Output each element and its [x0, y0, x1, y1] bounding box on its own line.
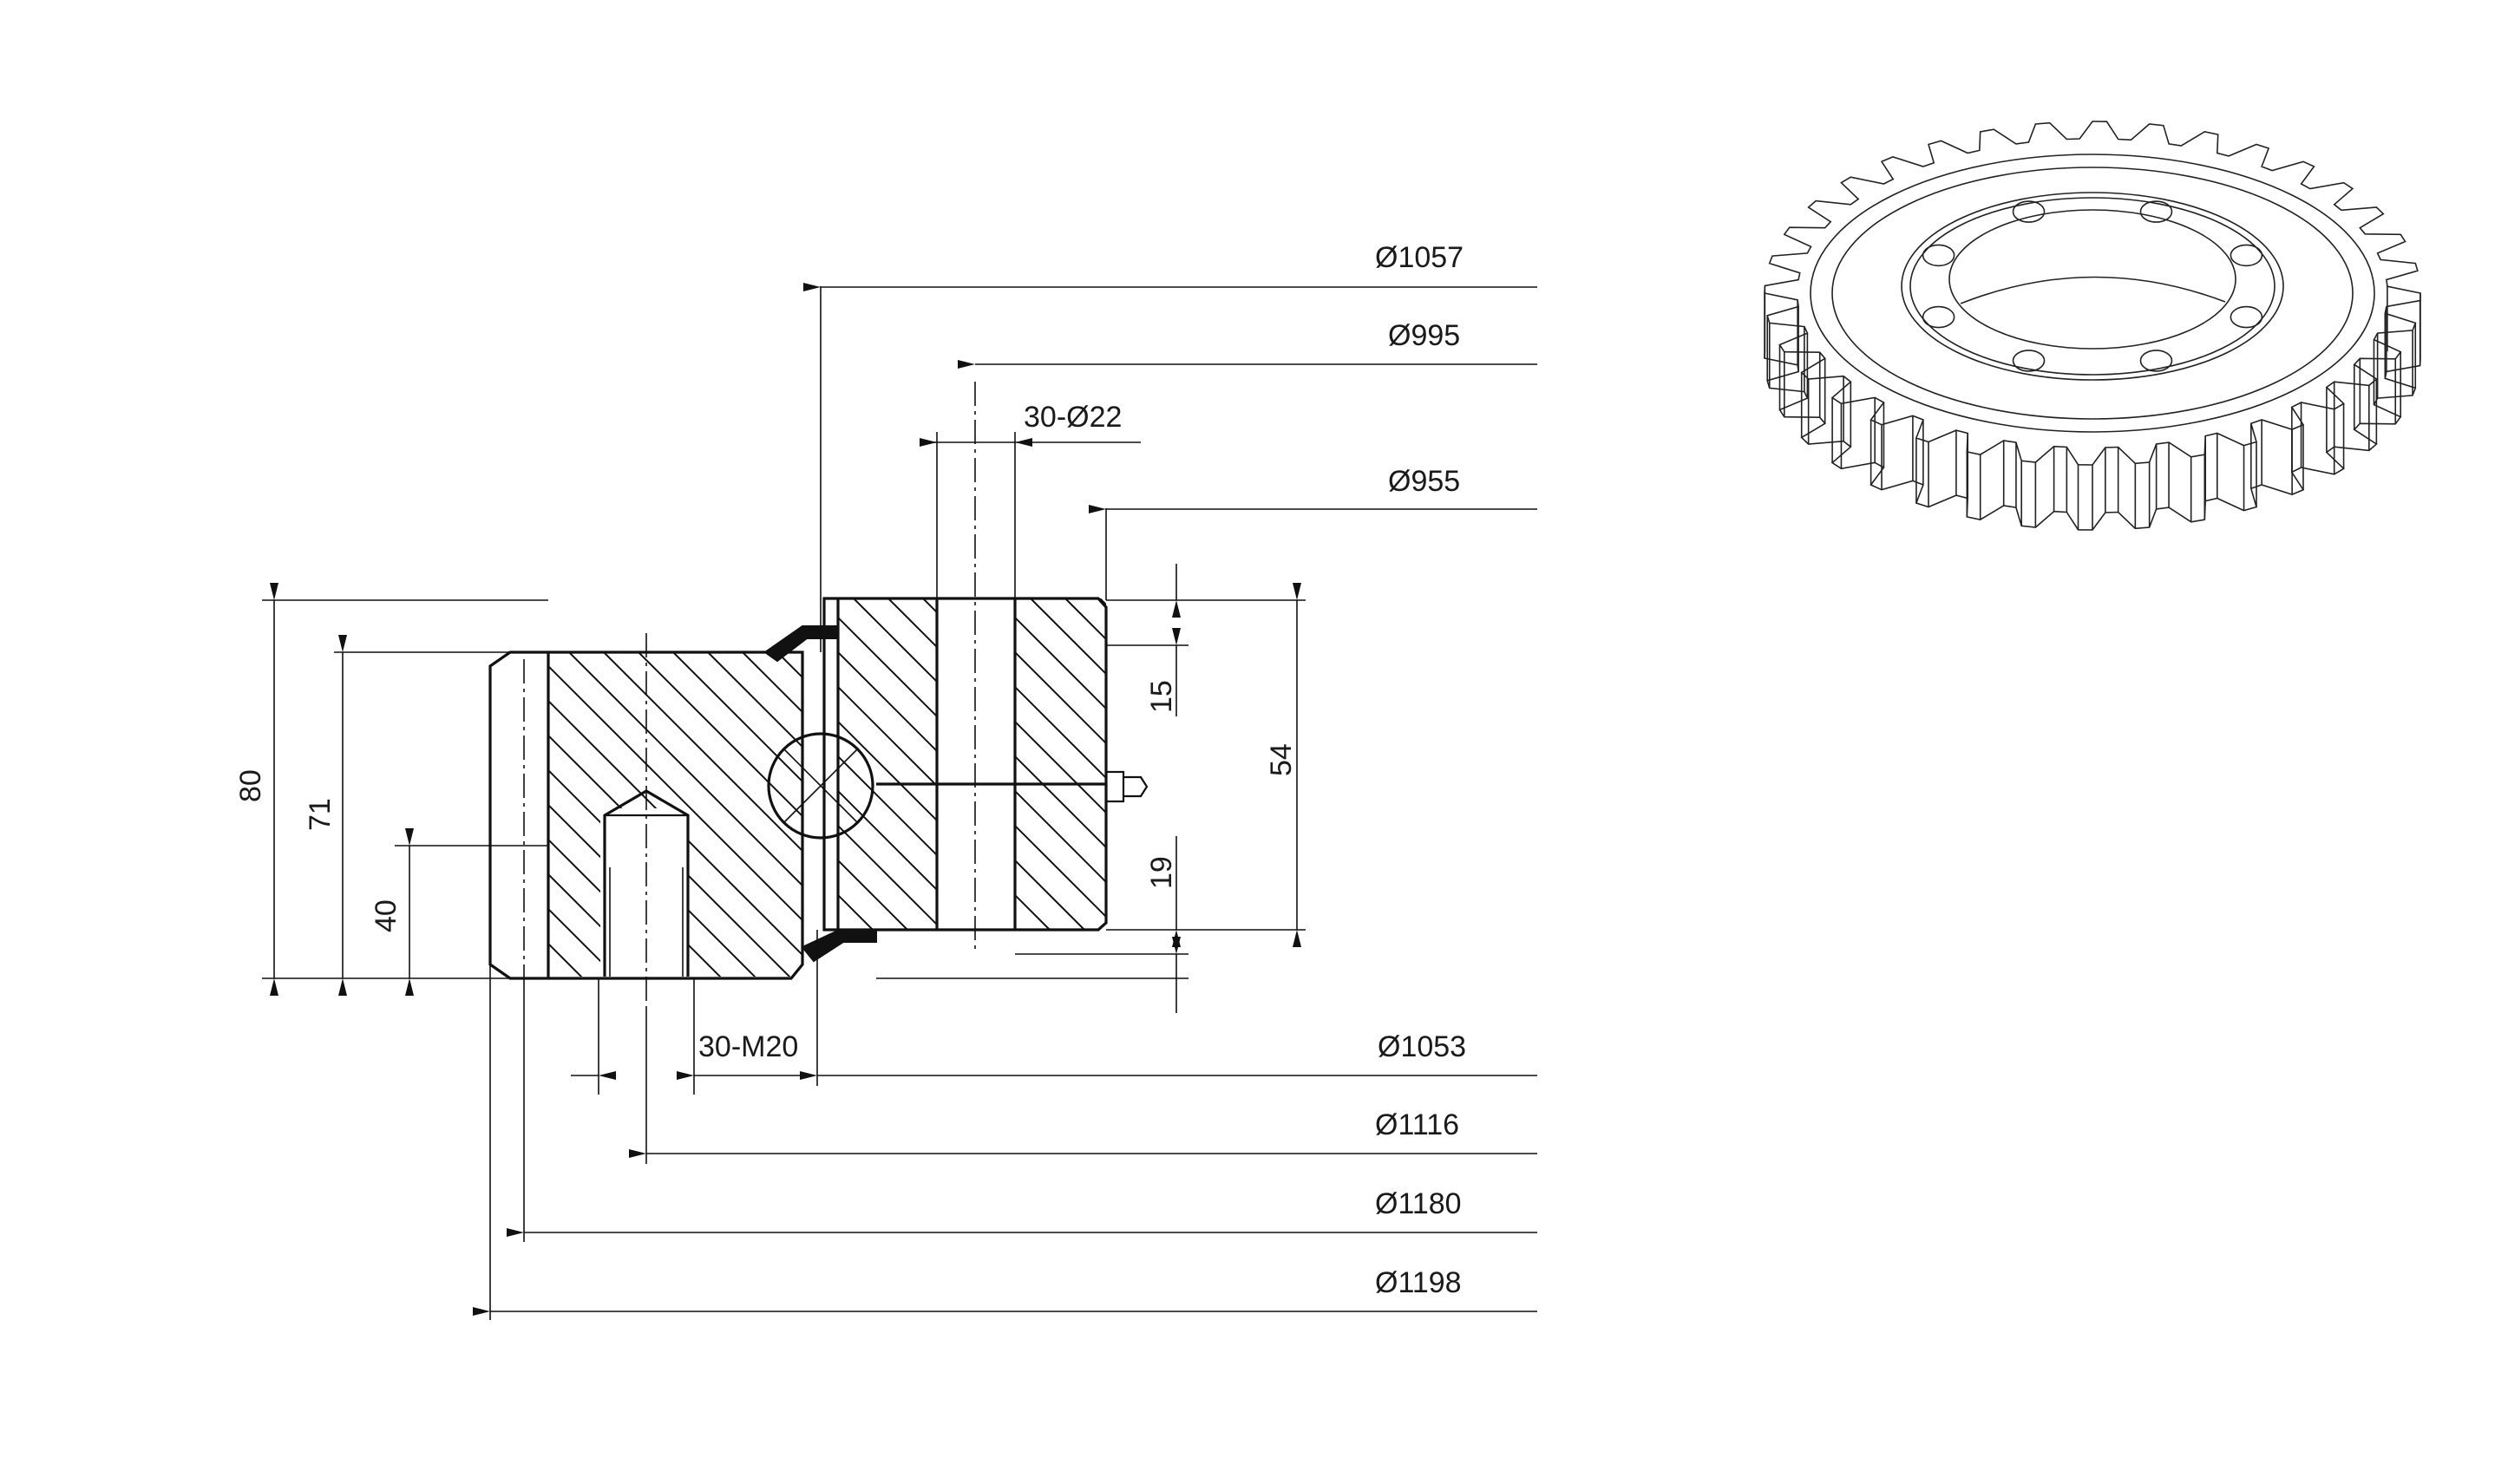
- hatch-line: [1274, 598, 1605, 930]
- hatch-line: [838, 598, 937, 930]
- hatch-line: [1030, 598, 1106, 930]
- hatch-line: [1015, 598, 1106, 930]
- ball: [767, 732, 874, 840]
- mounting-hole: [2139, 200, 2173, 223]
- mounting-holes: [1922, 200, 2263, 372]
- outer-ring-outline: [488, 650, 804, 980]
- hatch-line: [1015, 598, 1085, 930]
- label-holes-inner: 30-Ø22: [1024, 401, 1122, 434]
- hatch-line: [1015, 598, 1106, 930]
- bottom-seal: [801, 929, 877, 963]
- label-h19: 19: [1145, 856, 1178, 889]
- hatch-line: [1027, 598, 1359, 930]
- label-h80: 80: [234, 769, 267, 802]
- bearing-cross-section: [488, 382, 1744, 1006]
- hatch-line: [1015, 598, 1016, 930]
- label-d995: Ø995: [1388, 319, 1460, 352]
- label-d1198: Ø1198: [1375, 1266, 1462, 1299]
- mounting-hole: [2012, 200, 2046, 223]
- hatch-line: [548, 652, 653, 977]
- slewing-ring-gear-3d-view: [1764, 121, 2421, 531]
- hatch-line: [838, 598, 937, 930]
- mounting-hole: [2230, 244, 2263, 267]
- grease-fitting: [1104, 770, 1125, 803]
- hatch-line: [568, 652, 802, 977]
- hatch-line: [707, 652, 802, 977]
- hatch-line: [1015, 598, 1051, 930]
- hatch-line: [548, 652, 619, 977]
- hatch-line: [1015, 598, 1106, 930]
- label-h71: 71: [304, 798, 337, 831]
- hatch-line: [1062, 598, 1393, 930]
- label-d1116: Ø1116: [1375, 1108, 1459, 1141]
- hatch-line: [548, 652, 802, 977]
- hatch-line: [1412, 598, 1744, 930]
- mounting-hole: [2230, 305, 2263, 329]
- label-h15: 15: [1145, 680, 1178, 713]
- hatch-line: [838, 598, 908, 930]
- gear-face-outer: [1810, 154, 2375, 433]
- hatch-line: [838, 598, 937, 930]
- label-d1057: Ø1057: [1375, 241, 1464, 274]
- dimension-labels: Ø1057 Ø995 30-Ø22 Ø955 80 71 40 15 54 19…: [234, 241, 1466, 1299]
- gear-bottom-edge: [1764, 350, 2421, 531]
- bore-edge: [1948, 209, 2236, 350]
- label-d1180: Ø1180: [1375, 1187, 1462, 1220]
- hatch-line: [672, 652, 802, 977]
- hatch-line: [742, 652, 802, 977]
- hatch-line: [838, 598, 937, 930]
- hatch-line: [1201, 598, 1532, 930]
- mounting-hole: [2139, 350, 2173, 372]
- hatch-line: [1015, 598, 1106, 930]
- hatch-line: [603, 652, 802, 977]
- bore-inner-wall: [1960, 276, 2226, 304]
- hatch-line: [838, 598, 937, 930]
- hatch-line: [1015, 598, 1106, 930]
- hatch-line: [1204, 598, 1536, 930]
- mounting-hole: [1922, 244, 1955, 267]
- hatch-line: [1308, 598, 1640, 930]
- hatch-line: [1064, 598, 1106, 930]
- mounting-hole: [2012, 350, 2046, 372]
- hatch-line: [638, 652, 802, 977]
- hatch-line: [838, 598, 937, 930]
- gear-top-outline: [1764, 121, 2421, 466]
- inner-ring-face: [1901, 192, 2284, 381]
- hatch-line: [958, 598, 1289, 930]
- hatch-line: [838, 598, 937, 930]
- hatch-line: [1378, 598, 1709, 930]
- top-seal: [763, 625, 838, 663]
- label-d1053: Ø1053: [1378, 1030, 1466, 1063]
- mounting-hole: [1922, 305, 1955, 329]
- inner-ring-hatch-right: [1015, 598, 1744, 930]
- hatch-line: [1135, 598, 1466, 930]
- hatch-line: [1015, 598, 1106, 930]
- hatch-line: [548, 652, 757, 977]
- label-h40: 40: [370, 899, 403, 932]
- hatch-line: [1015, 598, 1106, 930]
- inner-ring-outline: [822, 597, 1108, 932]
- hatch-line: [853, 598, 937, 930]
- gear-teeth: [1764, 121, 2421, 531]
- label-h54: 54: [1265, 743, 1298, 776]
- hatch-line: [1166, 598, 1497, 930]
- label-d955: Ø955: [1388, 465, 1460, 498]
- hatch-line: [1169, 598, 1501, 930]
- label-holes-outer: 30-M20: [698, 1030, 798, 1063]
- inner-ring-hatch-left: [838, 598, 1532, 930]
- dimension-lines: [262, 283, 1537, 1320]
- hatch-line: [1343, 598, 1674, 930]
- hatch-line: [922, 598, 937, 930]
